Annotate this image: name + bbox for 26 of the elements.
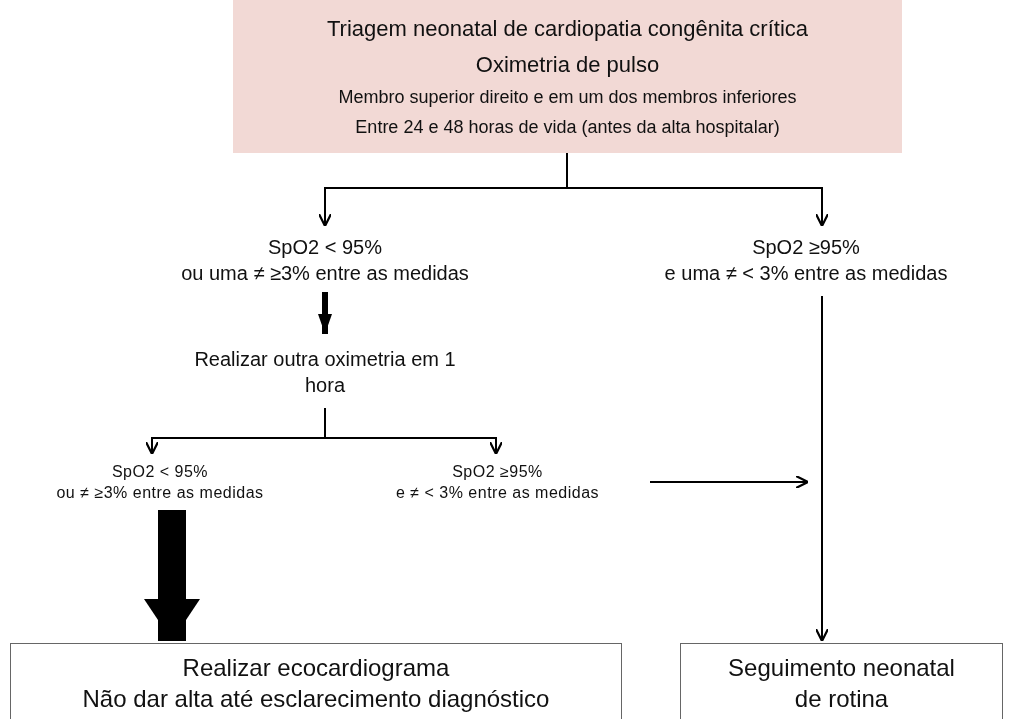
arrow (144, 510, 200, 641)
condition-text: SpO2 ≥95% (452, 462, 543, 483)
box-text: Realizar ecocardiograma (182, 653, 450, 683)
arrow (318, 292, 332, 334)
arrow (814, 295, 830, 643)
condition-text: e ≠ < 3% entre as medidas (395, 483, 600, 503)
title-box (233, 0, 902, 153)
box-text: Oximetria de pulso (475, 50, 660, 79)
box-text: Não dar alta até esclarecimento diagnóstico (82, 684, 550, 715)
box-text: Seguimento neonatal (728, 653, 955, 683)
box-text: Membro superior direito e em um dos membros inferiores (338, 86, 797, 110)
arrow (566, 152, 830, 228)
arrow (649, 474, 810, 490)
box-text: de rotina (794, 684, 889, 715)
title-text: Triagem neonatal de cardiopatia congênita crítica (327, 15, 808, 44)
arrow (324, 407, 504, 456)
condition-text: ou ≠ ≥3% entre as medidas (56, 483, 264, 503)
condition-text: Realizar outra oximetria em 1 hora (193, 347, 457, 398)
condition-text: SpO2 < 95% (111, 462, 209, 483)
box-text: Entre 24 e 48 horas de vida (antes da alta hospitalar) (355, 116, 780, 140)
outcome-box (680, 643, 1003, 719)
condition-text: SpO2 ≥95% (752, 235, 860, 260)
condition-text: e uma ≠ < 3% entre as medidas (664, 261, 948, 286)
condition-text: SpO2 < 95% (268, 235, 382, 260)
outcome-box (10, 643, 622, 719)
condition-text: ou uma ≠ ≥3% entre as medidas (181, 261, 469, 286)
